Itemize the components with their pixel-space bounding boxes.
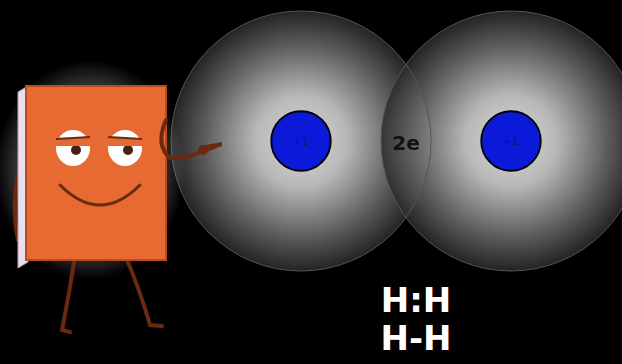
electron-clouds <box>171 11 622 271</box>
nucleus-circle: +1 <box>480 110 542 172</box>
charge-label: +1 <box>503 135 519 148</box>
nucleus-circle: +1 <box>270 110 332 172</box>
charge-label: +1 <box>293 135 309 148</box>
formula-text: H-H <box>380 321 451 355</box>
book-character <box>0 60 222 332</box>
electron-label: 2e <box>392 133 419 153</box>
formula-text: H:H <box>381 283 452 317</box>
